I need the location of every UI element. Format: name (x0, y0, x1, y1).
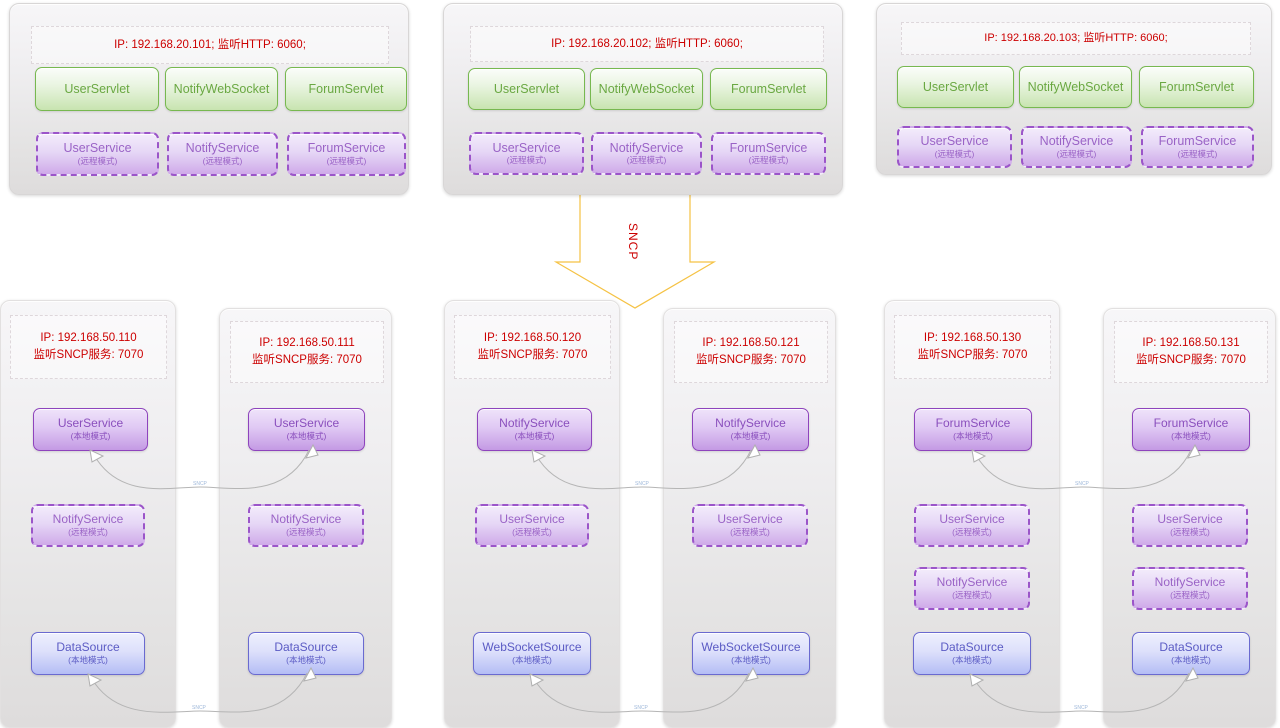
service-node-remote[interactable]: NotifyService (远程模式) (248, 504, 364, 547)
service-host-panel: IP: 192.168.50.121 监听SNCP服务: 7070 Notify… (663, 308, 836, 728)
service-node-remote[interactable]: UserService (远程模式) (475, 504, 589, 547)
service-host-panel: IP: 192.168.50.120 监听SNCP服务: 7070 Notify… (444, 300, 620, 728)
service-node-remote[interactable]: ForumService (远程模式) (1141, 126, 1254, 168)
service-node-local[interactable]: UserService (本地模式) (33, 408, 148, 451)
host-ip-header: IP: 192.168.50.121 监听SNCP服务: 7070 (674, 321, 828, 383)
datasource-node[interactable]: DataSource (本地模式) (248, 632, 364, 675)
service-node-remote[interactable]: UserService (远程模式) (692, 504, 808, 547)
servlet-node[interactable]: UserServlet (897, 66, 1014, 108)
service-node-remote[interactable]: NotifyService (远程模式) (1132, 567, 1248, 610)
service-node-remote[interactable]: UserService (远程模式) (469, 132, 584, 175)
servlet-node[interactable]: ForumServlet (710, 68, 827, 110)
host-ip-header: IP: 192.168.50.110 监听SNCP服务: 7070 (10, 315, 167, 379)
servlet-node[interactable]: NotifyWebSocket (1019, 66, 1132, 108)
service-node-remote[interactable]: ForumService (远程模式) (711, 132, 826, 175)
link-tag: SNCP (192, 705, 207, 711)
service-node-remote[interactable]: NotifyService (远程模式) (31, 504, 145, 547)
link-tag: SNCP (634, 705, 649, 711)
datasource-node[interactable]: DataSource (本地模式) (31, 632, 145, 675)
datasource-node[interactable]: DataSource (本地模式) (1132, 632, 1250, 675)
datasource-node[interactable]: DataSource (本地模式) (913, 632, 1031, 675)
link-tag: SNCP (193, 481, 208, 487)
service-host-panel: IP: 192.168.50.131 监听SNCP服务: 7070 ForumS… (1103, 308, 1276, 728)
app-host-panel: IP: 192.168.20.103; 监听HTTP: 6060; UserSe… (876, 3, 1272, 175)
service-node-local[interactable]: NotifyService (本地模式) (477, 408, 592, 451)
host-ip-header: IP: 192.168.20.103; 监听HTTP: 6060; (901, 22, 1251, 55)
service-node-remote[interactable]: NotifyService (远程模式) (1021, 126, 1132, 168)
service-host-panel: IP: 192.168.50.110 监听SNCP服务: 7070 UserSe… (0, 300, 176, 728)
service-host-panel: IP: 192.168.50.111 监听SNCP服务: 7070 UserSe… (219, 308, 392, 728)
service-host-panel: IP: 192.168.50.130 监听SNCP服务: 7070 ForumS… (884, 300, 1060, 728)
datasource-node[interactable]: WebSocketSource (本地模式) (473, 632, 591, 675)
servlet-node[interactable]: NotifyWebSocket (165, 67, 278, 111)
service-node-remote[interactable]: ForumService (远程模式) (287, 132, 406, 176)
servlet-node[interactable]: UserServlet (468, 68, 585, 110)
service-node-remote[interactable]: NotifyService (远程模式) (591, 132, 702, 175)
datasource-node[interactable]: WebSocketSource (本地模式) (692, 632, 810, 675)
servlet-node[interactable]: NotifyWebSocket (590, 68, 703, 110)
servlet-node[interactable]: ForumServlet (285, 67, 407, 111)
servlet-node[interactable]: UserServlet (35, 67, 159, 111)
sncp-arrow (553, 190, 717, 309)
service-node-remote[interactable]: UserService (远程模式) (914, 504, 1030, 547)
service-node-remote[interactable]: UserService (远程模式) (1132, 504, 1248, 547)
host-ip-header: IP: 192.168.50.111 监听SNCP服务: 7070 (230, 321, 384, 383)
sncp-protocol-label: SNCP (626, 223, 640, 261)
servlet-node[interactable]: ForumServlet (1139, 66, 1254, 108)
service-node-remote[interactable]: UserService (远程模式) (897, 126, 1012, 168)
service-node-local[interactable]: UserService (本地模式) (248, 408, 365, 451)
app-host-panel: IP: 192.168.20.101; 监听HTTP: 6060; UserSe… (9, 3, 409, 195)
link-tag: SNCP (1074, 705, 1089, 711)
service-node-local[interactable]: ForumService (本地模式) (914, 408, 1032, 451)
host-ip-header: IP: 192.168.20.101; 监听HTTP: 6060; (31, 26, 389, 64)
service-node-remote[interactable]: NotifyService (远程模式) (914, 567, 1030, 610)
host-ip-header: IP: 192.168.50.131 监听SNCP服务: 7070 (1114, 321, 1268, 383)
service-node-local[interactable]: NotifyService (本地模式) (692, 408, 809, 451)
host-ip-header: IP: 192.168.50.130 监听SNCP服务: 7070 (894, 315, 1051, 379)
service-node-remote[interactable]: UserService (远程模式) (36, 132, 159, 176)
link-tag: SNCP (635, 481, 650, 487)
link-tag: SNCP (1075, 481, 1090, 487)
service-node-local[interactable]: ForumService (本地模式) (1132, 408, 1250, 451)
host-ip-header: IP: 192.168.20.102; 监听HTTP: 6060; (470, 26, 824, 62)
app-host-panel: IP: 192.168.20.102; 监听HTTP: 6060; UserSe… (443, 3, 843, 195)
host-ip-header: IP: 192.168.50.120 监听SNCP服务: 7070 (454, 315, 611, 379)
service-node-remote[interactable]: NotifyService (远程模式) (167, 132, 278, 176)
